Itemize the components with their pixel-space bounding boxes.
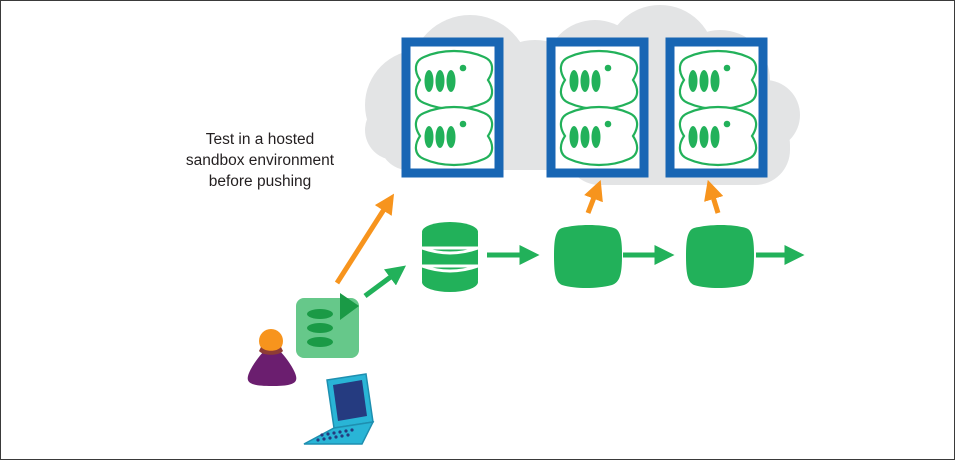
server-rack-icon: [401, 37, 504, 178]
caption-line: sandbox environment: [185, 152, 335, 169]
caption-text: Test in a hosted sandbox environment bef…: [165, 129, 355, 192]
deploy-arrow: [584, 179, 603, 214]
caption-line: before pushing: [208, 173, 312, 190]
server-rack-icon: [665, 37, 768, 178]
database-icon: [421, 222, 479, 292]
pipeline-arrow: [363, 265, 407, 299]
laptop-icon: [303, 373, 375, 445]
deploy-arrow: [704, 179, 724, 214]
user-icon: [247, 329, 297, 386]
code-file-icon: [296, 293, 359, 358]
pipeline-node-icon: [686, 225, 754, 288]
deploy-test-arrow: [334, 193, 395, 285]
pipeline-node-icon: [554, 225, 622, 288]
server-rack-icon: [546, 37, 649, 178]
caption-line: Test in a hosted: [205, 131, 315, 148]
